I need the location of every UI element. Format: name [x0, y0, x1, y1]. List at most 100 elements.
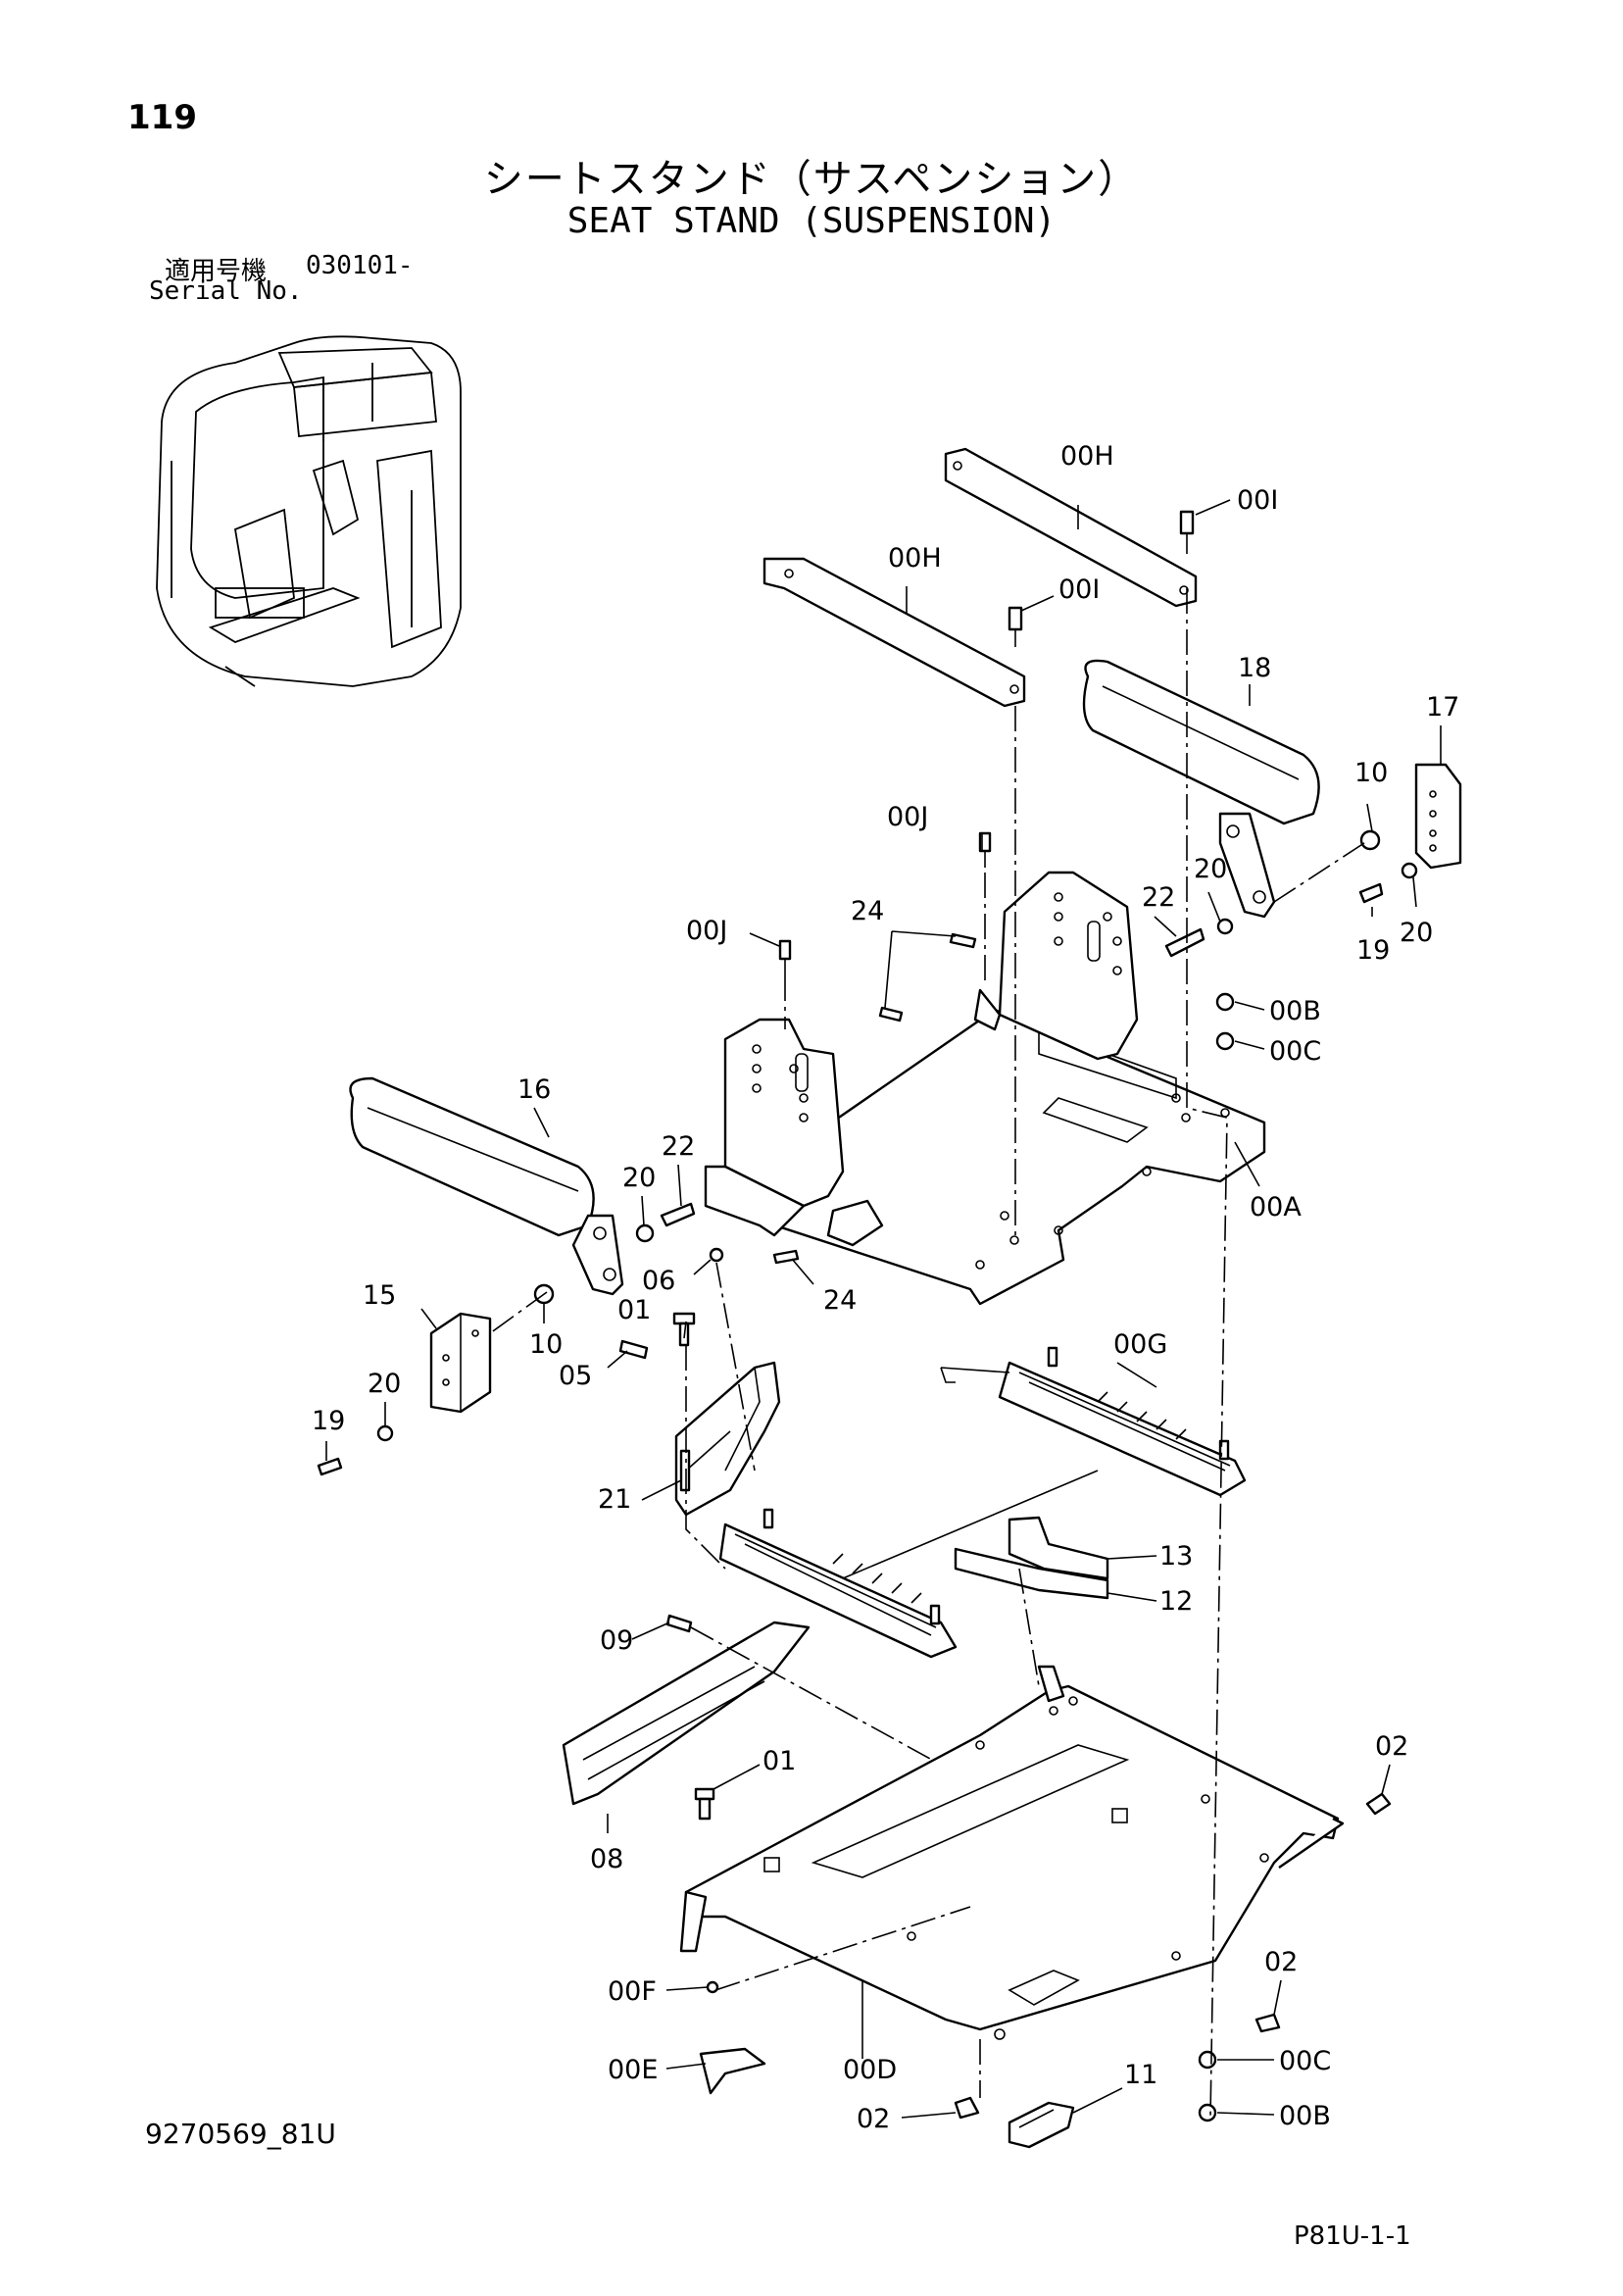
bolt-00J-right — [978, 831, 992, 868]
part-06-nut — [709, 1247, 724, 1263]
part-21-lever-bracket — [674, 1361, 781, 1517]
serial-label-japanese: 適用号機 — [165, 257, 268, 286]
callout-00H-lower: 00H — [888, 543, 942, 574]
callout-20-left-b: 20 — [368, 1369, 401, 1399]
centerline-5 — [1018, 1568, 1040, 1687]
serial-number-value: 030101- — [306, 251, 414, 280]
part-00E-latch — [699, 2047, 766, 2095]
part-24-bolts-upper — [878, 932, 977, 1023]
callout-16: 16 — [517, 1074, 551, 1105]
callout-00C-lower: 00C — [1279, 2046, 1331, 2076]
part-00B-nut-upper — [1215, 992, 1235, 1012]
callout-19-right: 19 — [1356, 935, 1390, 966]
part-00A-seat-plate — [704, 871, 1266, 1306]
centerline-2 — [1186, 588, 1228, 2119]
callout-21: 21 — [598, 1484, 631, 1515]
callout-24-lower: 24 — [823, 1285, 857, 1316]
cab-location-thumbnail — [156, 335, 462, 687]
part-02-bolt-bottom — [954, 2096, 980, 2120]
part-00C-washer-upper — [1215, 1031, 1235, 1051]
page-number: 119 — [127, 98, 197, 137]
part-16-armrest-left — [349, 1076, 624, 1296]
page-code: P81U-1-1 — [1294, 2221, 1411, 2251]
leader-lines — [325, 499, 1442, 2119]
callout-10-right: 10 — [1354, 758, 1388, 788]
callout-00E: 00E — [608, 2055, 658, 2085]
part-01-bolt-lower — [694, 1787, 715, 1821]
title-english: SEAT STAND (SUSPENSION) — [566, 201, 1057, 241]
part-01-bolt-upper — [672, 1312, 696, 1347]
part-02-bolt-right-lower — [1254, 2013, 1281, 2033]
part-18-armrest-right — [1082, 659, 1320, 919]
part-09-screw — [665, 1614, 693, 1633]
part-17-bracket-plate — [1414, 763, 1462, 870]
part-20-washer-right-b — [1401, 862, 1418, 879]
callout-00J-left: 00J — [686, 916, 727, 946]
callout-01-upper: 01 — [617, 1295, 651, 1325]
callout-15: 15 — [363, 1280, 396, 1311]
callout-00I-lower: 00I — [1058, 574, 1100, 605]
callout-00B-upper: 00B — [1269, 996, 1321, 1026]
part-00D-base-frame — [679, 1665, 1345, 2040]
serial-label-english: Serial No. — [149, 276, 303, 306]
callout-01-lower: 01 — [762, 1746, 796, 1776]
callout-22-left: 22 — [662, 1131, 695, 1162]
callout-18: 18 — [1238, 653, 1271, 683]
callout-13: 13 — [1159, 1541, 1193, 1572]
callout-20-right-a: 20 — [1194, 854, 1227, 884]
part-08-duct-cover — [562, 1621, 811, 1806]
part-10-nut-right — [1359, 829, 1381, 851]
callout-09: 09 — [600, 1625, 633, 1656]
callout-19-left: 19 — [312, 1406, 345, 1436]
callout-06: 06 — [642, 1266, 675, 1296]
callout-00D: 00D — [843, 2055, 897, 2085]
figure-code: 9270569_81U — [145, 2118, 336, 2150]
callout-02-right-lower: 02 — [1264, 1947, 1298, 1977]
callout-02-bottom: 02 — [857, 2104, 890, 2134]
part-00G-slide-rail-right — [940, 1346, 1247, 1497]
part-00C-washer-lower — [1198, 2050, 1217, 2070]
callout-00A: 00A — [1250, 1192, 1302, 1223]
part-20-washer-left-a — [635, 1223, 655, 1243]
callout-20-right-b: 20 — [1400, 918, 1433, 948]
callout-00G: 00G — [1113, 1329, 1167, 1360]
part-11-grommet — [1008, 2101, 1075, 2149]
part-13-12-bracket — [954, 1516, 1109, 1600]
part-20-washer-right-a — [1216, 918, 1234, 935]
bolt-00J-left — [778, 939, 792, 975]
part-15-bracket-left — [429, 1312, 492, 1414]
part-00H-rail-lower — [762, 557, 1026, 708]
part-20-washer-left-b — [376, 1424, 394, 1442]
part-00B-nut-lower — [1198, 2103, 1217, 2122]
bolt-00I-lower — [1008, 606, 1023, 647]
callout-11: 11 — [1124, 2060, 1157, 2090]
part-02-bolt-right-upper — [1365, 1792, 1392, 1816]
callout-00I-upper: 00I — [1237, 485, 1278, 516]
callout-00B-lower: 00B — [1279, 2101, 1331, 2131]
slide-link-rod — [842, 1470, 1099, 1579]
bolt-00I-upper — [1179, 510, 1195, 554]
callout-00J-upper: 00J — [887, 802, 928, 832]
centerline-6 — [714, 1906, 971, 1991]
part-19-bolt-right — [1358, 882, 1384, 904]
callout-00F: 00F — [608, 1976, 657, 2007]
callout-02-right-upper: 02 — [1375, 1731, 1408, 1762]
part-19-bolt-left — [317, 1457, 343, 1476]
part-00H-rail-upper — [944, 447, 1198, 608]
title-japanese: シートスタンド（サスペンション） — [483, 157, 1140, 202]
callout-08: 08 — [590, 1844, 623, 1874]
callout-00H-upper: 00H — [1060, 441, 1114, 472]
callout-22-right: 22 — [1142, 882, 1175, 913]
callout-17: 17 — [1426, 692, 1459, 723]
callout-20-left-a: 20 — [622, 1163, 656, 1193]
callout-10-left: 10 — [529, 1329, 563, 1360]
part-22-bolt-left — [660, 1202, 696, 1227]
part-22-bolt-right — [1164, 927, 1205, 958]
callout-05: 05 — [559, 1361, 592, 1391]
part-05-bolt — [618, 1339, 649, 1360]
callout-24-upper: 24 — [851, 896, 884, 926]
callout-12: 12 — [1159, 1586, 1193, 1617]
part-00G-slide-rail-left — [718, 1508, 958, 1659]
callout-00C-upper: 00C — [1269, 1036, 1321, 1067]
